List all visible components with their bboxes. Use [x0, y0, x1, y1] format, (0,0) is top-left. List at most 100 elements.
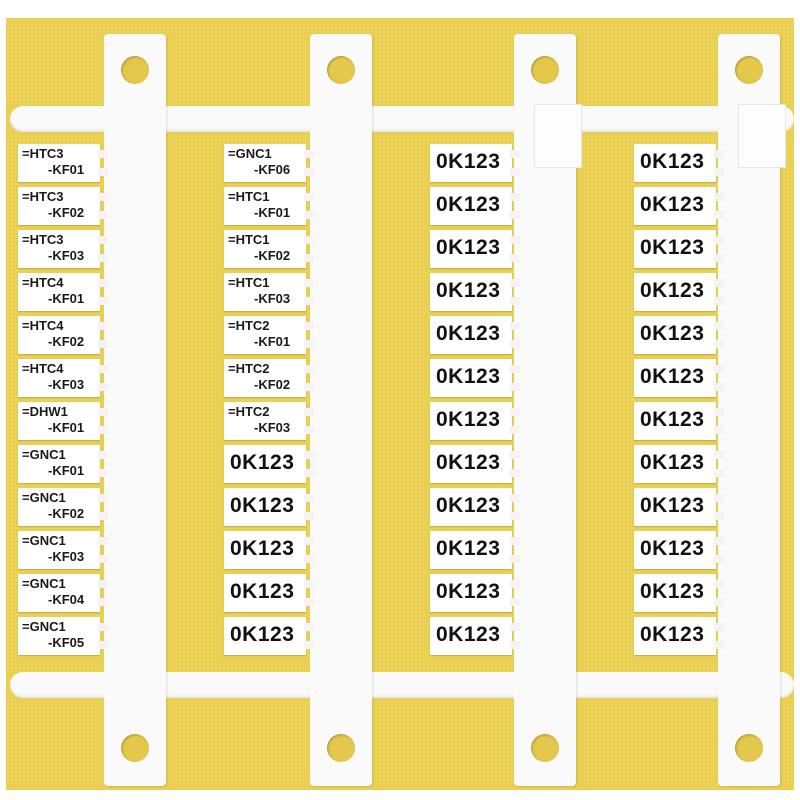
- marker-line-2: -KF01: [48, 420, 85, 435]
- carrier-strip-3: [514, 34, 576, 786]
- marker-tag: 0K123: [430, 445, 520, 483]
- marker-line-2: -KF03: [254, 291, 291, 306]
- tag-notch: [304, 211, 314, 219]
- marker-code: 0K123: [230, 494, 295, 517]
- tag-notch: [714, 426, 724, 434]
- marker-tag: 0K123: [430, 187, 520, 225]
- tag-notch: [304, 408, 314, 416]
- tag-notch: [98, 322, 108, 330]
- marker-tag: 0K123: [430, 531, 520, 569]
- marker-line-2: -KF02: [254, 248, 291, 263]
- tag-notch: [98, 494, 108, 502]
- marker-tag: 0K123: [224, 445, 314, 483]
- tag-notch: [510, 469, 520, 477]
- marker-line-2: -KF04: [48, 592, 85, 607]
- tag-notch: [304, 451, 314, 459]
- tag-notch: [304, 426, 314, 434]
- marker-tag: 0K123: [634, 445, 724, 483]
- tag-notch: [304, 279, 314, 287]
- marker-tag: =HTC1-KF03: [224, 273, 314, 311]
- tag-notch: [304, 193, 314, 201]
- marker-line-1: =HTC2: [228, 318, 270, 333]
- tag-notch: [98, 555, 108, 563]
- marker-line-2: -KF03: [48, 549, 85, 564]
- marker-code: 0K123: [436, 580, 501, 603]
- marker-line-2: -KF02: [48, 334, 85, 349]
- tag-notch: [510, 236, 520, 244]
- marker-line-1: =HTC3: [22, 232, 64, 247]
- marker-line-2: -KF02: [254, 377, 291, 392]
- tag-notch: [510, 580, 520, 588]
- tag-notch: [98, 365, 108, 373]
- tag-notch: [98, 236, 108, 244]
- tag-notch: [98, 279, 108, 287]
- tag-notch: [304, 537, 314, 545]
- tag-notch: [98, 641, 108, 649]
- marker-tag: =HTC3-KF02: [18, 187, 108, 225]
- marker-line-1: =DHW1: [22, 404, 68, 419]
- tag-notch: [304, 168, 314, 176]
- marker-code: 0K123: [230, 580, 295, 603]
- marker-code: 0K123: [436, 365, 501, 388]
- marker-line-2: -KF02: [48, 205, 85, 220]
- marker-line-2: -KF01: [48, 291, 85, 306]
- marker-tag: 0K123: [430, 273, 520, 311]
- marker-tag: =HTC4-KF03: [18, 359, 108, 397]
- tag-notch: [304, 598, 314, 606]
- marker-code: 0K123: [640, 193, 705, 216]
- marker-line-2: -KF01: [48, 162, 85, 177]
- marker-tag: 0K123: [430, 230, 520, 268]
- marker-code: 0K123: [640, 537, 705, 560]
- marker-tag: =HTC3-KF03: [18, 230, 108, 268]
- marker-tag: 0K123: [634, 144, 724, 182]
- tag-notch: [510, 193, 520, 201]
- tag-notch: [510, 512, 520, 520]
- tag-notch: [98, 150, 108, 158]
- marker-code: 0K123: [436, 408, 501, 431]
- blank-tab: [534, 104, 582, 168]
- tag-notch: [304, 512, 314, 520]
- mounting-hole: [121, 56, 149, 84]
- marker-tag: =HTC4-KF02: [18, 316, 108, 354]
- marker-code: 0K123: [640, 494, 705, 517]
- marker-tag: =GNC1-KF03: [18, 531, 108, 569]
- tag-notch: [510, 365, 520, 373]
- tag-notch: [304, 641, 314, 649]
- marker-line-1: =GNC1: [22, 619, 66, 634]
- marker-tag: =GNC1-KF02: [18, 488, 108, 526]
- marker-code: 0K123: [640, 623, 705, 646]
- tag-notch: [510, 211, 520, 219]
- marker-tag: 0K123: [634, 187, 724, 225]
- marker-line-1: =GNC1: [22, 533, 66, 548]
- tag-notch: [510, 383, 520, 391]
- tag-notch: [714, 494, 724, 502]
- tag-notch: [510, 494, 520, 502]
- marker-tag: 0K123: [430, 316, 520, 354]
- tag-notch: [714, 580, 724, 588]
- marker-code: 0K123: [436, 150, 501, 173]
- marker-line-2: -KF01: [254, 334, 291, 349]
- marker-tag: 0K123: [224, 531, 314, 569]
- tag-notch: [714, 641, 724, 649]
- tag-notch: [304, 383, 314, 391]
- tag-notch: [714, 408, 724, 416]
- tag-notch: [98, 623, 108, 631]
- marker-line-1: =HTC4: [22, 275, 64, 290]
- marker-code: 0K123: [640, 322, 705, 345]
- tag-notch: [304, 494, 314, 502]
- marker-tag: 0K123: [634, 488, 724, 526]
- marker-line-1: =HTC3: [22, 146, 64, 161]
- marker-line-2: -KF01: [48, 463, 85, 478]
- mounting-hole: [531, 734, 559, 762]
- tag-notch: [714, 236, 724, 244]
- tag-notch: [98, 211, 108, 219]
- tag-notch: [510, 150, 520, 158]
- marker-code: 0K123: [640, 580, 705, 603]
- tag-notch: [510, 297, 520, 305]
- marker-tag: =GNC1-KF06: [224, 144, 314, 182]
- tag-notch: [510, 598, 520, 606]
- tag-notch: [510, 322, 520, 330]
- marker-board: =HTC3-KF01=HTC3-KF02=HTC3-KF03=HTC4-KF01…: [6, 18, 794, 790]
- marker-tag: 0K123: [634, 273, 724, 311]
- marker-code: 0K123: [230, 451, 295, 474]
